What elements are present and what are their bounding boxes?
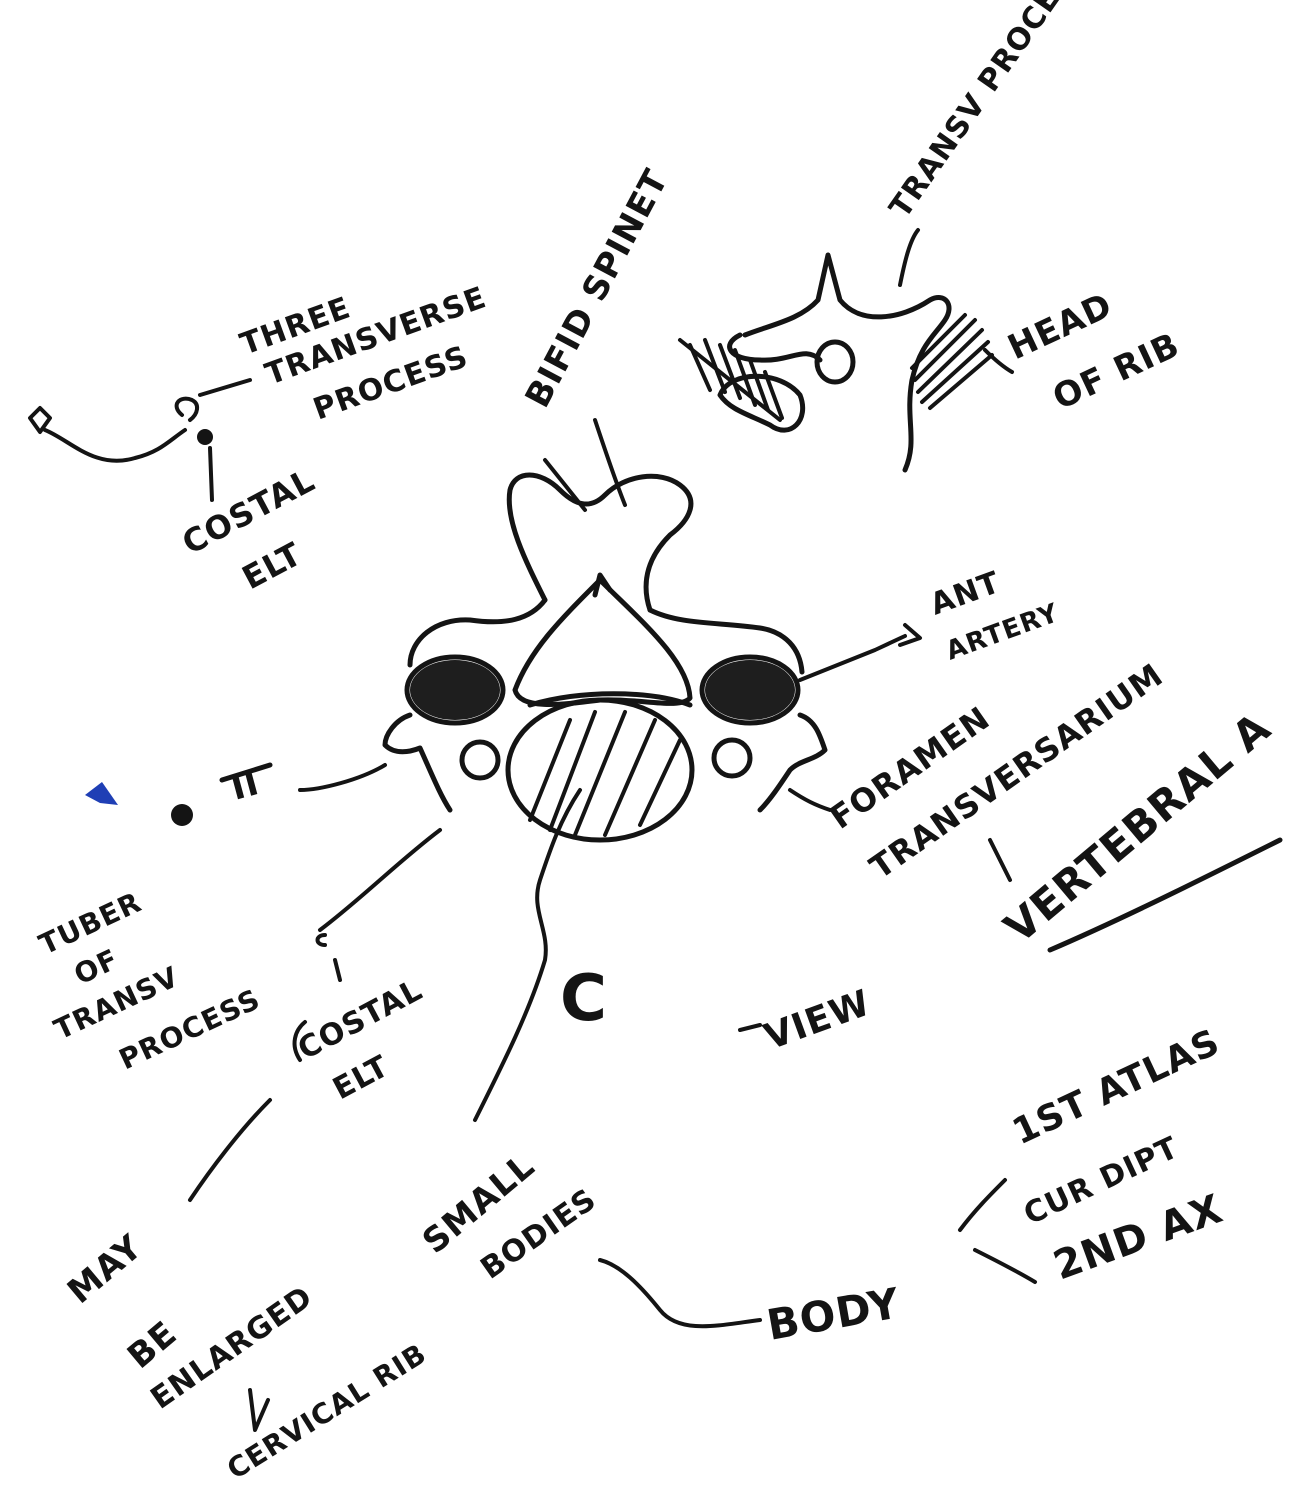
label-atlas: 1ST ATLAS — [1006, 1022, 1226, 1154]
left-foramen-transversarium — [462, 742, 498, 778]
body-hatch — [530, 712, 680, 835]
ant-artery-pointer — [800, 636, 905, 680]
costal-elt-hook — [318, 935, 326, 945]
label-view: VIEW — [759, 982, 876, 1058]
label-transv-process: TRANSV PROCESS — [883, 0, 1093, 225]
label-elt-bottom: ELT — [327, 1049, 395, 1107]
label-elt-top: ELT — [236, 535, 308, 598]
process-hook — [177, 399, 198, 420]
label-tuber: TUBER — [34, 885, 147, 961]
bifid-spinous-process — [509, 475, 691, 610]
label-ant: ANT — [926, 565, 1005, 622]
blue-arrow-mark — [85, 782, 118, 805]
costal-pointer — [210, 448, 212, 500]
right-foramen-transversarium — [714, 740, 750, 776]
rib-head-pointer — [985, 350, 1012, 372]
lamina-left — [410, 600, 545, 665]
may-be-pointer — [190, 1100, 270, 1200]
label-may: MAY — [60, 1227, 150, 1312]
right-transverse-process — [760, 715, 825, 810]
label-costal-top: COSTAL — [176, 461, 321, 562]
vertebral-canal — [515, 580, 690, 704]
thoracic-lamina — [730, 335, 820, 360]
tubercle-pointer — [300, 765, 385, 790]
body-branch-up — [960, 1180, 1005, 1230]
right-articular-facet — [705, 660, 795, 720]
left-transverse-process — [385, 715, 450, 810]
label-c: C — [560, 962, 608, 1036]
foramen-to-vertebral-tick — [990, 840, 1010, 880]
small-square-mark — [30, 408, 50, 432]
view-arrow — [740, 1025, 760, 1030]
label-body: BODY — [763, 1278, 903, 1350]
process-curve — [45, 430, 185, 461]
thoracic-vertebra-sketch — [680, 230, 1012, 470]
body-connector — [600, 1260, 760, 1326]
costal-elt-tick — [335, 960, 340, 980]
pointer-lines — [190, 420, 1280, 1430]
thoracic-canal — [817, 342, 853, 382]
transv-pointer — [900, 230, 918, 285]
cervical-vertebra — [385, 475, 825, 840]
left-articular-facet — [410, 660, 500, 720]
label-of: OF — [69, 942, 124, 991]
enlarged-arrow — [250, 1390, 268, 1430]
label-costal-bottom: COSTAL — [292, 972, 428, 1067]
costal-dot — [197, 429, 213, 445]
transverse-process-sketch — [30, 380, 250, 500]
small-bodies-pointer — [475, 790, 580, 1120]
label-bifid-spinet: BIFID SPINET — [518, 163, 677, 414]
costal-elt-pointer — [320, 830, 440, 930]
process-pointer — [200, 380, 250, 395]
tubercle-dot — [171, 804, 193, 826]
body-branch-down — [975, 1250, 1035, 1282]
rib-head-hatch — [912, 315, 992, 408]
labels: THREE TRANSVERSE PROCESS COSTAL ELT BIFI… — [34, 0, 1280, 1486]
